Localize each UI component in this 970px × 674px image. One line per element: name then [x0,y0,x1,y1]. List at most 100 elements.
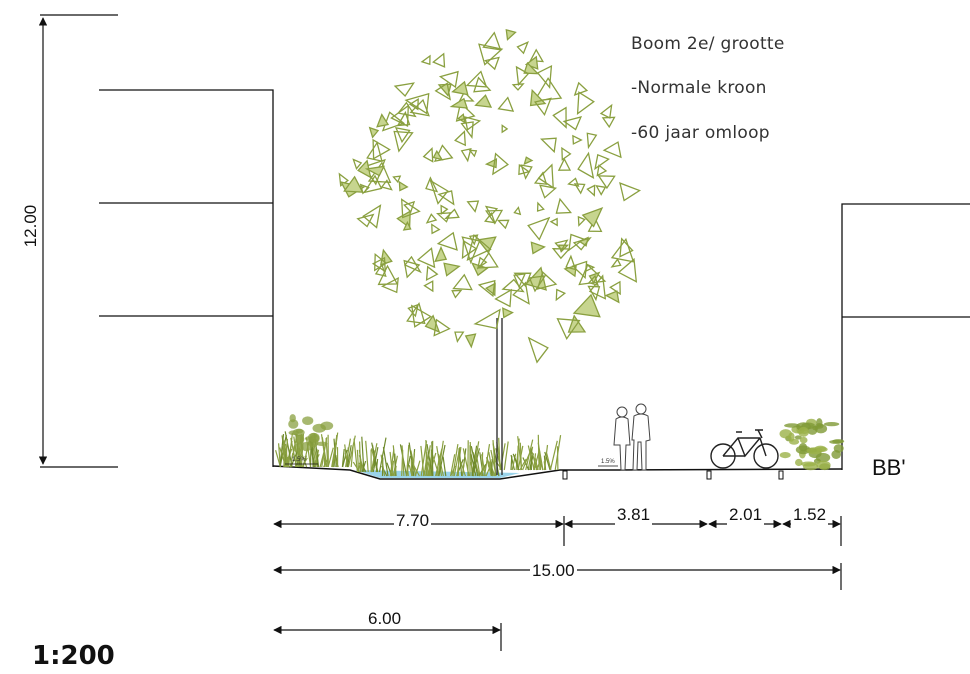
grass-blade [332,432,339,468]
note-crown: -Normale kroon [631,78,767,98]
leaf [407,303,420,318]
leaf [436,212,452,223]
leaf [604,290,620,304]
grass-blade [531,451,538,471]
leaf [434,245,448,263]
grass-blade [522,457,530,471]
leaf [425,176,439,193]
grass-vegetation [275,414,562,477]
grass-blade [549,440,558,471]
leaf [573,183,586,195]
leaf [586,132,598,150]
grass-blade [462,448,470,477]
leaf [468,234,479,246]
left-building [99,89,274,467]
leaf [609,280,621,296]
leaf [565,254,577,271]
curb-left [562,470,568,480]
grass-blade [331,438,338,468]
grass-blade [347,435,356,468]
grass-blade [543,461,546,471]
curb-right [778,470,784,480]
leaf [572,134,583,145]
leaf [451,80,469,96]
grass-blade [279,434,285,468]
leaf [584,263,596,273]
leaf [549,217,558,227]
leaf [512,281,530,305]
leaf [529,88,547,107]
dimension-lines [273,516,842,651]
leaf [451,289,463,299]
leaf [577,151,595,179]
bush-leaf [312,423,326,433]
leaf [396,110,411,127]
leaf [368,126,380,139]
leaf [484,56,500,71]
leaf [356,213,375,228]
leaf [537,163,554,189]
leaf [492,152,509,176]
leaf [434,82,451,101]
grass-blade [452,444,459,477]
leaf [539,184,558,199]
shrub-leaf [798,426,809,437]
bush-leaf [289,414,296,423]
shrub-leaf [802,462,819,471]
grass-blade [470,445,479,477]
leaf [523,156,534,166]
leaf [431,223,441,235]
dim-total: 15.00 [530,561,577,581]
leaf [437,190,455,206]
pedestrians-icon [613,403,651,471]
leaf [581,206,604,228]
leaf [362,204,382,229]
scale-label: 1:200 [32,641,115,671]
grass-blade [517,436,523,471]
bicycle-icon [710,429,779,469]
leaf [536,270,558,290]
leaf [404,92,430,115]
leaf [523,61,540,75]
leaf [515,65,530,87]
bush-leaf [293,443,304,453]
grass-blade [426,444,433,477]
shrub-leaf [784,423,800,428]
leaf [577,215,586,227]
grass-blade [389,451,394,477]
leaf [409,98,430,117]
grass-blade [319,450,325,468]
leaf [380,179,393,191]
leaf [588,274,607,300]
grass-blade [285,438,288,468]
shrub-leaf [795,458,803,467]
leaf [594,153,610,171]
leaf [513,206,522,216]
leaf [601,116,616,129]
leaf [484,211,496,224]
leaf [501,124,509,134]
grass-blade [527,446,534,471]
leaf [540,137,557,154]
leaf [474,94,493,108]
bush-leaf [316,441,328,446]
grass-blade [370,443,378,473]
leaf [393,130,414,153]
grass-blade [394,453,397,477]
shrub-leaf [779,452,791,459]
grass-blade [527,445,535,471]
grass-blade [422,462,429,477]
leaf [572,293,601,318]
leaf [422,147,434,163]
shrub-leaf [833,444,844,453]
shrub-leaf [799,436,808,444]
height-dimension-label: 12.00 [21,204,40,248]
leaf [432,149,444,161]
leaf [501,278,525,293]
grass-blade [442,456,447,477]
leaf [610,258,622,268]
grass-blade [426,452,431,477]
leaf [376,113,390,128]
leaf [602,141,622,159]
grass-blade [389,449,395,477]
